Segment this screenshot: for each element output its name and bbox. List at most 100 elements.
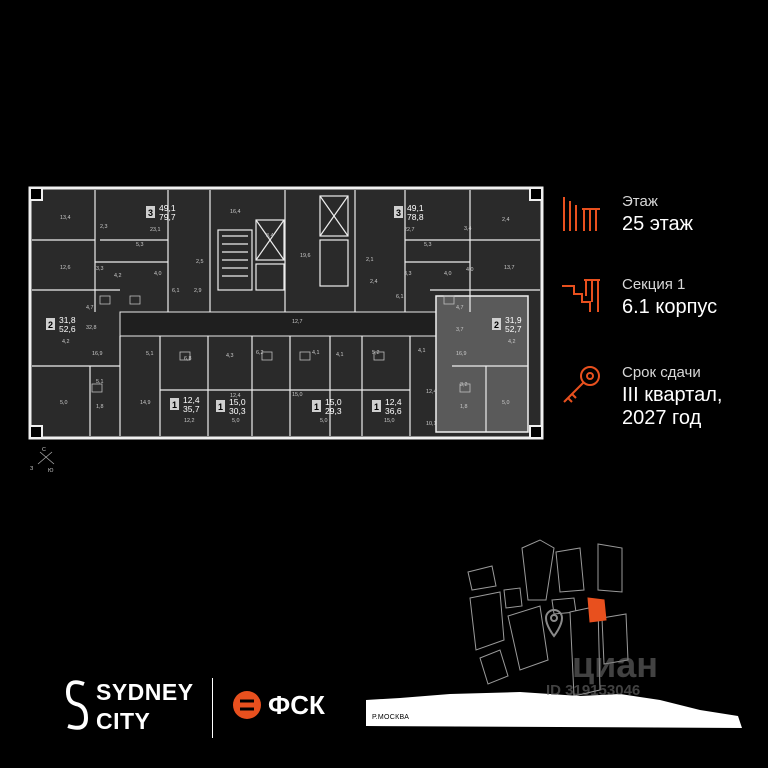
- room-area-label: 4,2: [508, 339, 516, 345]
- room-area-label: 22,7: [404, 227, 415, 233]
- brand-partner: ФСК: [268, 690, 325, 720]
- compass-south: Ю: [48, 468, 54, 474]
- floor-label: Этаж: [622, 193, 658, 210]
- room-area-label: 5,3: [136, 242, 144, 248]
- apartment-badge[interactable]: 2 31,852,6: [46, 315, 76, 334]
- apartment-badge[interactable]: 1 15,030,3: [216, 397, 246, 416]
- room-area-label: 23,1: [150, 227, 161, 233]
- rooms-count-badge: [170, 398, 179, 410]
- room-area-label: 5,1: [146, 351, 154, 357]
- room-area-label: 2,9: [194, 288, 202, 294]
- room-area-label: 16,9: [456, 351, 467, 357]
- rooms-count-badge: [492, 318, 501, 330]
- total-area: 36,6: [385, 406, 402, 416]
- room-area-label: 2,3: [100, 224, 108, 230]
- room-area-label: 6,1: [172, 288, 180, 294]
- room-area-label: 13,7: [504, 265, 515, 271]
- room-area-label: 4,1: [312, 350, 320, 356]
- room-area-label: 2,5: [196, 259, 204, 265]
- watermark-id: ID 319153046: [546, 682, 641, 699]
- room-area-label: 5,1: [96, 379, 104, 385]
- room-area-label: 6,2: [256, 350, 264, 356]
- room-area-label: 5,0: [320, 418, 328, 424]
- total-area: 52,6: [59, 324, 76, 334]
- key-icon: [563, 366, 600, 403]
- room-area-label: 2,1: [366, 257, 374, 263]
- compass: С З Ю: [30, 447, 55, 474]
- room-area-label: 4,0: [154, 271, 162, 277]
- room-area-label: 4,2: [62, 339, 70, 345]
- stairs-section-icon: [562, 279, 600, 312]
- room-area-label: 12,4: [230, 393, 241, 399]
- living-area: 15,0: [229, 397, 246, 407]
- room-area-label: 6,1: [396, 294, 404, 300]
- rooms-count: 1: [374, 402, 379, 412]
- compass-west: З: [30, 466, 33, 472]
- room-area-label: 12,7: [292, 319, 303, 325]
- total-area: 52,7: [505, 324, 522, 334]
- room-area-label: 3,3: [96, 266, 104, 272]
- rooms-count: 2: [48, 320, 53, 330]
- rooms-count-badge: [216, 400, 225, 412]
- rooms-count: 1: [218, 402, 223, 412]
- brand-line1: SYDNEY: [96, 679, 194, 705]
- living-area: 31,8: [59, 315, 76, 325]
- deadline-line1: III квартал,: [622, 384, 723, 406]
- room-area-label: 1,8: [96, 404, 104, 410]
- living-area: 49,1: [159, 203, 176, 213]
- room-area-label: 4,0: [444, 271, 452, 277]
- room-area-label: 12,4: [426, 389, 437, 395]
- room-area-label: 3,3: [404, 271, 412, 277]
- room-area-label: 4,0: [466, 267, 474, 273]
- living-area: 49,1: [407, 203, 424, 213]
- living-area: 15,0: [325, 397, 342, 407]
- apartment-badge[interactable]: 3 49,178,8: [394, 203, 424, 222]
- building-floors-icon: [563, 197, 600, 231]
- floor-value: 25 этаж: [622, 213, 694, 235]
- total-area: 29,3: [325, 406, 342, 416]
- room-area-label: 15,0: [384, 418, 395, 424]
- deadline-label: Срок сдачи: [622, 364, 701, 381]
- fsk-logo-icon: [233, 691, 261, 719]
- room-area-label: 12,6: [60, 265, 71, 271]
- living-area: 12,4: [183, 395, 200, 405]
- total-area: 78,8: [407, 212, 424, 222]
- room-area-label: 4,2: [114, 273, 122, 279]
- room-area-label: 3,4: [266, 233, 274, 239]
- section-value: 6.1 корпус: [622, 296, 718, 318]
- room-area-label: 5,0: [232, 418, 240, 424]
- rooms-count-badge: [372, 400, 381, 412]
- room-area-label: 5,0: [502, 400, 510, 406]
- deadline-line2: 2027 год: [622, 407, 702, 429]
- room-area-label: 5,0: [60, 400, 68, 406]
- total-area: 35,7: [183, 404, 200, 414]
- room-area-label: 4,7: [86, 305, 94, 311]
- living-area: 31,9: [505, 315, 522, 325]
- room-area-label: 10,1: [426, 421, 437, 427]
- room-area-label: 2,4: [502, 217, 510, 223]
- brand-divider: [212, 678, 213, 738]
- compass-north: С: [42, 447, 46, 453]
- apartment-highlight[interactable]: [435, 295, 529, 433]
- room-area-label: 3,7: [456, 327, 464, 333]
- room-area-label: 13,4: [60, 215, 71, 221]
- room-area-label: 19,6: [300, 253, 311, 259]
- total-area: 79,7: [159, 212, 176, 222]
- rooms-count: 3: [396, 208, 401, 218]
- room-area-label: 3,2: [460, 382, 468, 388]
- section-label: Секция 1: [622, 276, 686, 293]
- total-area: 30,3: [229, 406, 246, 416]
- sydney-city-logo-icon: [65, 680, 89, 730]
- room-area-label: 4,3: [226, 353, 234, 359]
- room-area-label: 2,4: [370, 279, 378, 285]
- rooms-count-badge: [146, 206, 155, 218]
- room-area-label: 16,9: [92, 351, 103, 357]
